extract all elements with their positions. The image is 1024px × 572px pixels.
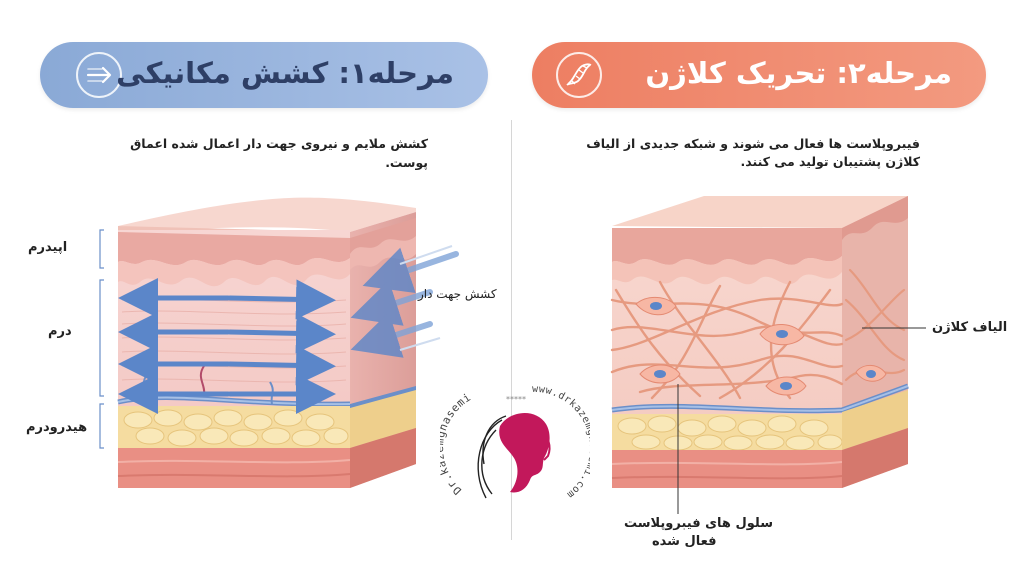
dna-icon: [556, 52, 602, 98]
arrow-right-1: [227, 279, 336, 320]
stage1-description: کشش ملایم و نیروی جهت دار اعمال شده اعما…: [130, 136, 428, 170]
stage1-header: مرحله۱: کشش مکانیکی: [40, 42, 488, 108]
stage2-skin-diagram: [610, 196, 926, 514]
stage2-description-line1: فیبروپلاست ها فعال می شوند و شبکه جدیدی …: [586, 136, 920, 151]
svg-text:Dr.kazemghasemi: Dr.kazemghasemi: [440, 391, 473, 498]
external-arrow-3: [350, 312, 433, 358]
label-fibroblast-line1: سلول های فیبروپلاست: [624, 516, 773, 531]
stage1-title: مرحله۱: کشش مکانیکی: [116, 56, 454, 90]
label-hypodermis: هیدرودرم: [26, 420, 88, 435]
label-collagen-fibers: الیاف کلاژن: [932, 320, 1008, 335]
stage2-title: مرحله۲: تحریک کلاژن: [645, 56, 952, 90]
external-arrow-1: [362, 247, 459, 294]
arrow-right-2: [227, 313, 336, 354]
watermark-stars: *****: [506, 395, 526, 404]
stretch-arrows: [118, 245, 459, 414]
label-directional-stretch: کشش جهت دار: [418, 287, 497, 301]
label-epidermis: اپیدرم: [28, 240, 68, 255]
watermark-name: Dr.kazemghasemi: [440, 391, 473, 498]
external-arrow-2: [350, 280, 433, 326]
arrow-right-icon: [76, 52, 122, 98]
label-fibroblast-line2: فعال شده: [652, 534, 717, 549]
stage2-description-line2: کلاژن پشتیبان تولید می کنند.: [740, 154, 921, 169]
fibroblast-nuclei: [650, 302, 876, 390]
doctor-logo: Dr.kazemghasemi www.drkazemghasemi.com *…: [440, 384, 590, 500]
stage2-header: مرحله۲: تحریک کلاژن: [532, 42, 986, 108]
label-dermis: درم: [48, 324, 72, 339]
panel-divider: [511, 120, 512, 540]
arrow-right-3: [227, 345, 336, 386]
